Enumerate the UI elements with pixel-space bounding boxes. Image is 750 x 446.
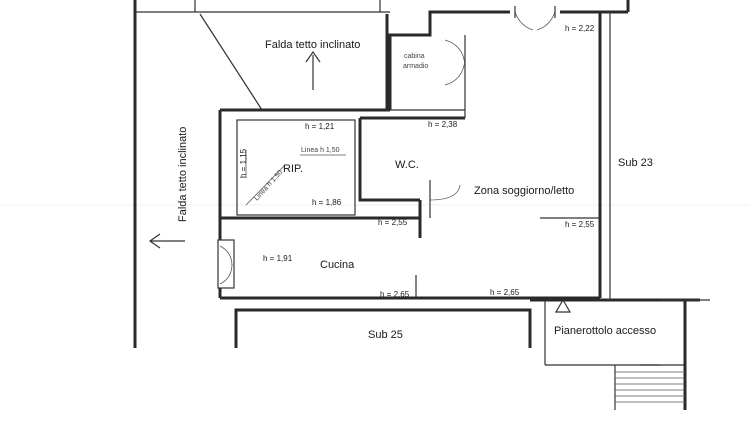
rip-room bbox=[236, 119, 356, 216]
height-238: h = 2,38 bbox=[428, 120, 458, 129]
wc-door-arc bbox=[429, 184, 461, 201]
height-222: h = 2,22 bbox=[565, 24, 595, 33]
top-door-arc-1 bbox=[514, 11, 534, 31]
linea-153-label: Linea h 1,50 bbox=[301, 147, 340, 154]
cabina-door-arc-2 bbox=[444, 59, 466, 86]
slanted-roof-line bbox=[199, 13, 263, 111]
falda-side-label: Falda tetto inclinato bbox=[177, 127, 189, 222]
height-191: h = 1,91 bbox=[263, 254, 293, 263]
sub25-outline bbox=[234, 308, 532, 348]
armadio-label: armadio bbox=[403, 63, 428, 70]
top-door-arc-2 bbox=[536, 11, 556, 31]
height-255-left: h = 2,55 bbox=[378, 218, 408, 227]
linea-150-label: Linea h 1,50 bbox=[253, 169, 284, 202]
rip-linea-diag bbox=[245, 164, 286, 206]
up-arrow-head-icon bbox=[305, 50, 321, 63]
pianerottolo-label: Pianerottolo accesso bbox=[554, 325, 656, 337]
cabina-label: cabina bbox=[404, 53, 425, 60]
cucina-door-frame bbox=[217, 239, 235, 289]
sub23-label: Sub 23 bbox=[618, 157, 653, 169]
height-121: h = 1,21 bbox=[305, 122, 335, 131]
zona-label: Zona soggiorno/letto bbox=[474, 185, 574, 197]
stair-steps bbox=[615, 371, 685, 403]
entrance-triangle-icon bbox=[554, 298, 572, 313]
cabina-wall bbox=[388, 10, 465, 110]
falda-top-label: Falda tetto inclinato bbox=[265, 39, 360, 51]
wc-wall bbox=[358, 118, 420, 202]
rip-label: RIP. bbox=[283, 163, 303, 175]
wc-label: W.C. bbox=[395, 159, 419, 171]
height-186: h = 1,86 bbox=[312, 198, 342, 207]
cabina-door-arc bbox=[444, 39, 466, 66]
cucina-door-arc-1 bbox=[219, 245, 233, 267]
height-255-right: h = 2,55 bbox=[565, 220, 595, 229]
cucina-door-arc-2 bbox=[219, 263, 233, 285]
left-arrow-head-icon bbox=[148, 233, 161, 249]
cucina-label: Cucina bbox=[320, 259, 355, 271]
height-265-right: h = 2,65 bbox=[490, 288, 520, 297]
height-115: h = 1,15 bbox=[239, 148, 248, 178]
height-265-left: h = 2,65 bbox=[380, 290, 410, 299]
sub25-label: Sub 25 bbox=[368, 329, 403, 341]
